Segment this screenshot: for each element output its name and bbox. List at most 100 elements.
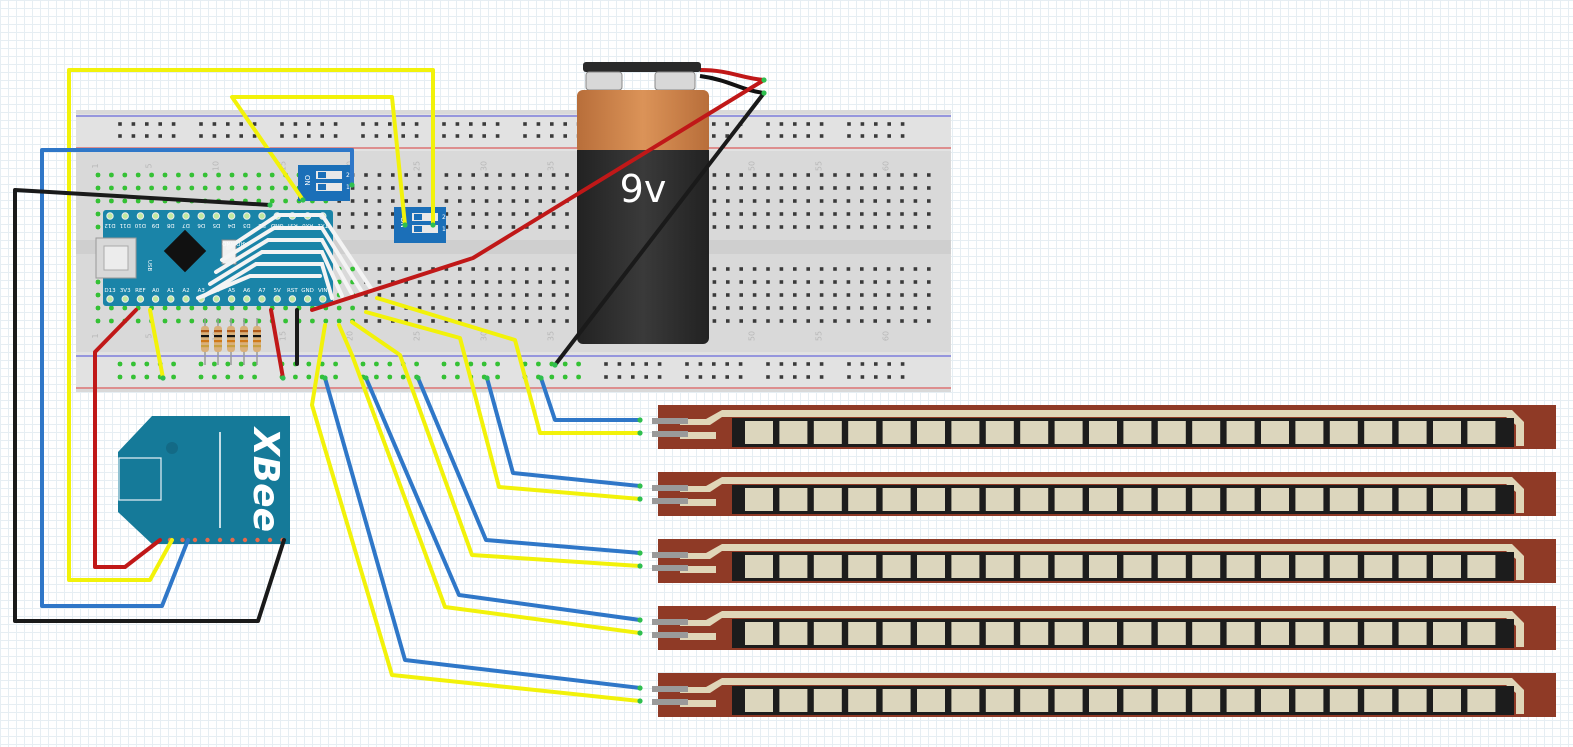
- active-hole: [283, 185, 288, 191]
- breadboard-hole: [364, 212, 368, 216]
- flex-sensor-segment: [882, 555, 911, 578]
- wire-endpoint: [322, 375, 328, 381]
- flex-sensor-segment: [985, 421, 1014, 444]
- flex-sensor-segment: [1261, 622, 1289, 645]
- resistor-band: [227, 345, 235, 348]
- wire-endpoint: [267, 202, 273, 208]
- breadboard-hole: [525, 293, 529, 297]
- column-number: 1: [91, 333, 100, 338]
- rail-hole: [239, 134, 243, 138]
- active-hole: [95, 185, 101, 191]
- active-hole: [229, 185, 235, 191]
- blue-wire-sensor-2: [485, 376, 642, 488]
- breadboard-hole: [819, 319, 824, 323]
- breadboard-hole: [900, 199, 904, 203]
- flex-sensor-segment: [1329, 622, 1358, 645]
- breadboard-hole: [444, 280, 449, 284]
- pin-label: RST: [287, 288, 298, 294]
- breadboard-hole: [873, 267, 877, 271]
- breadboard-hole: [458, 319, 462, 323]
- active-hole: [243, 305, 248, 311]
- flex-sensor-segment: [1295, 689, 1324, 712]
- breadboard-hole: [391, 267, 395, 271]
- breadboard-hole: [565, 280, 569, 284]
- rail-hole: [550, 134, 554, 138]
- active-hole: [162, 318, 168, 324]
- breadboard-hole: [833, 280, 837, 284]
- pin-label: 3V3: [120, 288, 131, 294]
- breadboard-hole: [726, 199, 730, 203]
- active-rail-hole: [387, 361, 393, 367]
- breadboard-hole: [819, 173, 824, 177]
- active-hole: [95, 172, 101, 178]
- active-hole: [323, 318, 329, 324]
- flex-sensor-segment: [1020, 555, 1049, 578]
- flex-sensor-segment: [917, 622, 945, 645]
- breadboard-hole: [484, 293, 489, 297]
- breadboard-hole: [886, 280, 891, 284]
- wire-endpoint: [430, 222, 436, 228]
- rail-hole: [725, 375, 729, 379]
- breadboard-hole: [551, 186, 556, 190]
- flex-sensor-segment: [1157, 488, 1186, 511]
- breadboard-hole: [377, 293, 382, 297]
- breadboard-hole: [766, 199, 770, 203]
- wire-endpoint: [349, 182, 355, 188]
- rail-hole: [388, 134, 392, 138]
- breadboard-hole: [779, 293, 784, 297]
- resistor-band: [253, 340, 261, 343]
- rail-hole: [887, 375, 891, 379]
- column-number: 20: [346, 331, 355, 341]
- flex-sensor-segment: [1157, 421, 1186, 444]
- breadboard-hole: [752, 306, 757, 310]
- breadboard-hole: [819, 293, 824, 297]
- resistor-band: [201, 345, 209, 348]
- arduino-pin: [151, 212, 160, 220]
- flex-sensor-trace: [680, 611, 1524, 647]
- arduino-pin: [197, 212, 205, 220]
- arduino-pin: [167, 295, 175, 303]
- rail-hole: [860, 134, 865, 138]
- xbee-pin: [217, 537, 223, 543]
- active-hole: [122, 172, 128, 178]
- flex-sensor-segment: [1467, 622, 1496, 645]
- breadboard-hole: [525, 319, 529, 323]
- active-rail-hole: [225, 361, 231, 367]
- flex-sensor-segment: [1433, 689, 1461, 712]
- pin-label: D9: [151, 222, 159, 228]
- breadboard-hole: [364, 319, 368, 323]
- rail-hole: [644, 362, 648, 366]
- xbee-pin: [230, 537, 235, 543]
- active-hole: [176, 172, 181, 178]
- breadboard-hole: [525, 186, 529, 190]
- active-hole: [243, 172, 248, 178]
- active-rail-hole: [441, 374, 447, 380]
- white-jumper: [208, 250, 344, 298]
- rail-hole: [199, 134, 203, 138]
- breadboard-hole: [511, 306, 516, 310]
- active-hole: [95, 198, 101, 204]
- rail-hole: [847, 122, 851, 126]
- arduino-pin: [182, 295, 190, 303]
- active-hole: [269, 172, 275, 178]
- breadboard-hole: [752, 280, 757, 284]
- breadboard-hole: [846, 212, 851, 216]
- rail-hole: [793, 122, 797, 126]
- flex-sensor-segment: [745, 555, 773, 578]
- breadboard-hole: [726, 225, 730, 229]
- breadboard-hole: [444, 199, 449, 203]
- breadboard-hole: [525, 173, 529, 177]
- breadboard-hole: [484, 186, 489, 190]
- flex-sensor-segment: [1467, 421, 1496, 444]
- xbee-pin: [205, 537, 210, 543]
- rail-hole: [779, 134, 784, 138]
- breadboard-hole: [873, 212, 877, 216]
- breadboard-hole: [484, 212, 489, 216]
- yellow-wire-sensor-3: [350, 320, 642, 568]
- breadboard-hole: [927, 212, 931, 216]
- breadboard-hole: [471, 267, 475, 271]
- flex-sensor-segment: [951, 421, 980, 444]
- rail-hole: [738, 375, 743, 379]
- flex-sensor-segment: [1157, 622, 1186, 645]
- flex-sensor-segment: [1329, 421, 1358, 444]
